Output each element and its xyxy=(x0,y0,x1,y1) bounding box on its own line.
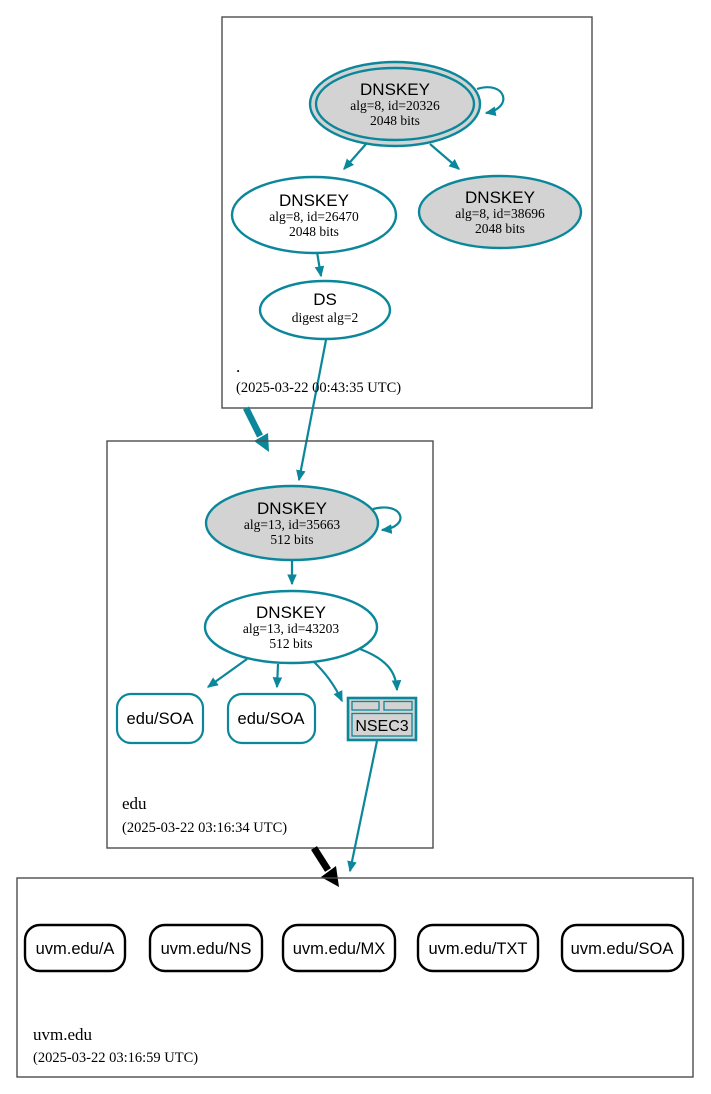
node-detail: alg=8, id=38696 xyxy=(455,206,545,221)
node-root-dnskey-20326: DNSKEY alg=8, id=20326 2048 bits xyxy=(308,60,482,148)
node-edu-nsec3: NSEC3 xyxy=(346,696,418,742)
nsec3-label: NSEC3 xyxy=(355,718,408,735)
zone-box-edu xyxy=(106,440,434,849)
node-edu-soa-1: edu/SOA xyxy=(115,692,205,745)
edge-edu-zsk-to-nsec3-right xyxy=(359,647,402,692)
edge-edu-zsk-to-soa1 xyxy=(206,658,248,688)
node-edu-soa-2: edu/SOA xyxy=(226,692,317,745)
node-uvm-edu-a: uvm.edu/A xyxy=(23,923,127,973)
node-uvm-edu-txt: uvm.edu/TXT xyxy=(416,923,540,973)
edge-edu-ksk-self-sign xyxy=(372,506,402,534)
node-edu-dnskey-43203: DNSKEY alg=13, id=43203 512 bits xyxy=(203,589,379,665)
edge-root-ksk-to-zsk xyxy=(343,143,367,170)
rrset-label: uvm.edu/TXT xyxy=(428,940,527,958)
node-title: DNSKEY xyxy=(465,188,535,207)
edge-secure-delegation-root-to-edu xyxy=(243,406,269,452)
rrset-label: edu/SOA xyxy=(238,710,305,728)
node-detail: alg=13, id=43203 xyxy=(243,621,339,636)
edge-edu-zsk-to-soa2 xyxy=(272,663,283,689)
node-detail: alg=8, id=26470 xyxy=(269,209,359,224)
edge-root-zsk-to-ds xyxy=(314,251,325,278)
node-root-dnskey-26470: DNSKEY alg=8, id=26470 2048 bits xyxy=(230,175,398,255)
node-detail: digest alg=2 xyxy=(292,310,358,325)
node-title: DNSKEY xyxy=(256,603,326,622)
node-root-dnskey-38696: DNSKEY alg=8, id=38696 2048 bits xyxy=(417,174,583,250)
node-detail: 512 bits xyxy=(269,636,312,651)
edge-root-ksk-self-sign xyxy=(476,86,505,117)
zone-name-root: . xyxy=(236,357,240,376)
node-detail: 2048 bits xyxy=(289,224,339,239)
node-uvm-edu-ns: uvm.edu/NS xyxy=(148,923,264,973)
node-detail: alg=8, id=20326 xyxy=(350,98,440,113)
rrset-label: uvm.edu/A xyxy=(36,940,115,958)
zone-name-edu: edu xyxy=(122,794,147,813)
node-detail: alg=13, id=35663 xyxy=(244,517,340,532)
node-title: DNSKEY xyxy=(257,499,327,518)
zone-box-uvm-edu xyxy=(16,877,694,1078)
node-title: DNSKEY xyxy=(279,191,349,210)
node-detail: 2048 bits xyxy=(475,221,525,236)
edge-ds-to-edu-ksk xyxy=(296,339,328,482)
zone-name-uvm-edu: uvm.edu xyxy=(33,1025,93,1044)
node-detail: 2048 bits xyxy=(370,113,420,128)
node-uvm-edu-soa: uvm.edu/SOA xyxy=(560,923,685,973)
rrset-label: uvm.edu/NS xyxy=(161,940,252,958)
node-edu-dnskey-35663: DNSKEY alg=13, id=35663 512 bits xyxy=(204,484,380,562)
rrset-label: uvm.edu/SOA xyxy=(571,940,674,958)
edge-insecure-delegation-edu-to-uvm-edu xyxy=(311,846,339,887)
node-detail: 512 bits xyxy=(270,532,313,547)
edge-nsec3-to-uvm-edu xyxy=(347,740,379,873)
node-root-ds: DS digest alg=2 xyxy=(258,279,392,341)
edge-edu-zsk-to-nsec3-left xyxy=(312,660,343,703)
zone-timestamp-uvm-edu: (2025-03-22 03:16:59 UTC) xyxy=(33,1050,198,1066)
rrset-label: uvm.edu/MX xyxy=(293,940,386,958)
rrset-label: edu/SOA xyxy=(127,710,194,728)
zone-box-root xyxy=(221,16,593,409)
node-title: DS xyxy=(313,290,337,309)
node-uvm-edu-mx: uvm.edu/MX xyxy=(281,923,397,973)
edge-root-ksk-to-key38696 xyxy=(429,143,460,170)
zone-timestamp-root: (2025-03-22 00:43:35 UTC) xyxy=(236,380,401,396)
zone-timestamp-edu: (2025-03-22 03:16:34 UTC) xyxy=(122,820,287,836)
node-title: DNSKEY xyxy=(360,80,430,99)
